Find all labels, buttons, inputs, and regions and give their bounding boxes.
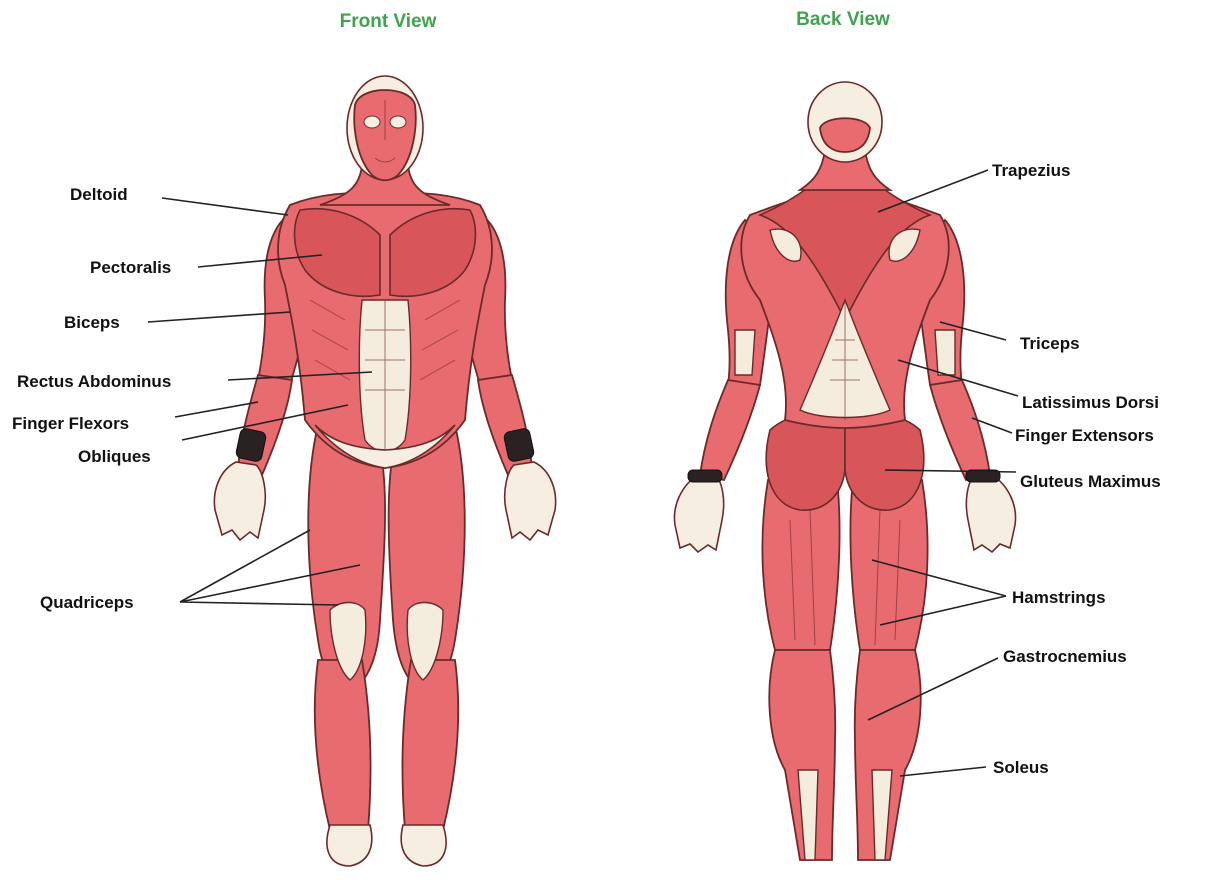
back-left-hand bbox=[674, 475, 723, 552]
label-rectus-abdominus: Rectus Abdominus bbox=[17, 372, 171, 391]
back-left-wrist bbox=[688, 470, 722, 482]
front-right-eye bbox=[390, 116, 406, 128]
back-left-elbow bbox=[735, 330, 755, 375]
label-quadriceps: Quadriceps bbox=[40, 593, 134, 612]
front-right-forearm bbox=[478, 375, 532, 475]
front-view-title: Front View bbox=[340, 11, 437, 32]
label-gastrocnemius: Gastrocnemius bbox=[1003, 647, 1127, 666]
label-triceps: Triceps bbox=[1020, 334, 1080, 353]
label-pectoralis: Pectoralis bbox=[90, 258, 171, 277]
leader-finger-flexors bbox=[175, 402, 258, 417]
back-right-hand bbox=[966, 475, 1015, 552]
front-right-hand bbox=[505, 462, 556, 540]
leader-trapezius bbox=[878, 170, 988, 212]
front-right-shin bbox=[403, 660, 459, 830]
back-right-forearm bbox=[930, 380, 990, 480]
label-obliques: Obliques bbox=[78, 447, 151, 466]
label-hamstrings: Hamstrings bbox=[1012, 588, 1106, 607]
label-biceps: Biceps bbox=[64, 313, 120, 332]
front-left-shin bbox=[315, 660, 371, 830]
label-latissimus-dorsi: Latissimus Dorsi bbox=[1022, 393, 1159, 412]
leader-deltoid bbox=[162, 198, 288, 215]
label-gluteus-maximus: Gluteus Maximus bbox=[1020, 472, 1161, 491]
back-left-forearm bbox=[700, 380, 760, 480]
front-left-wrist bbox=[235, 428, 267, 463]
back-view-title: Back View bbox=[796, 9, 890, 30]
label-finger-flexors: Finger Flexors bbox=[12, 414, 129, 433]
label-deltoid: Deltoid bbox=[70, 185, 128, 204]
front-left-hand bbox=[214, 462, 265, 540]
label-trapezius: Trapezius bbox=[992, 161, 1070, 180]
front-right-wrist bbox=[503, 428, 535, 463]
front-left-eye bbox=[364, 116, 380, 128]
label-finger-extensors: Finger Extensors bbox=[1015, 426, 1154, 445]
back-right-elbow bbox=[935, 330, 955, 375]
label-soleus: Soleus bbox=[993, 758, 1049, 777]
front-figure bbox=[214, 76, 555, 866]
front-left-foot bbox=[327, 825, 372, 866]
front-right-foot bbox=[401, 825, 446, 866]
front-left-forearm bbox=[238, 375, 292, 475]
leader-soleus bbox=[900, 767, 986, 776]
